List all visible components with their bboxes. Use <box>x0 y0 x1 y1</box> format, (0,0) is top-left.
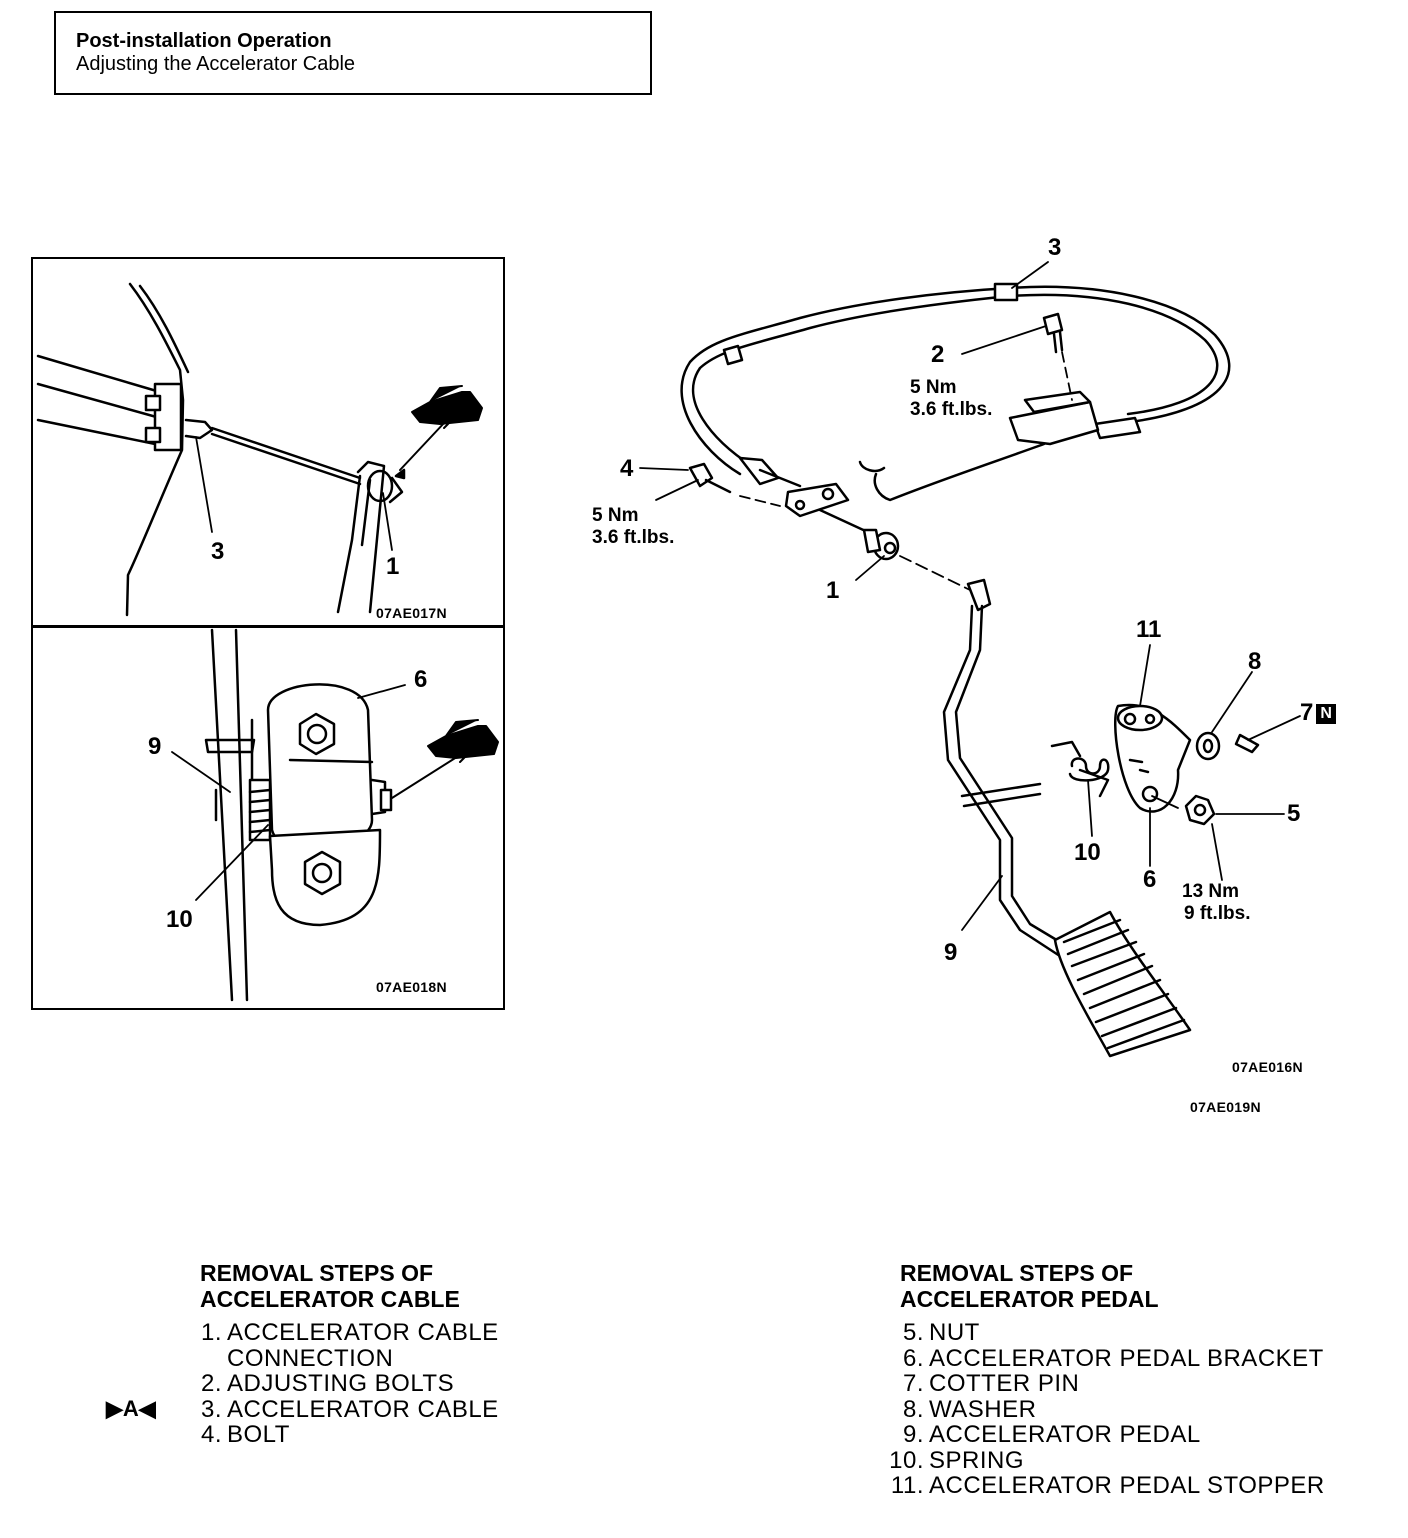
step-text: ACCELERATOR PEDAL BRACKET <box>929 1344 1324 1372</box>
step-item: 11.ACCELERATOR PEDAL STOPPER <box>888 1473 1325 1499</box>
step-item: CONNECTION <box>186 1344 499 1372</box>
top-inset-callout-1: 1 <box>386 553 400 580</box>
header-box <box>54 11 652 95</box>
step-number: 4. <box>200 1421 222 1448</box>
callout-2: 2 <box>931 341 945 368</box>
callout-11: 11 <box>1136 616 1162 643</box>
top-inset-code: 07AE017N <box>376 605 447 621</box>
callout-6: 6 <box>1143 866 1157 893</box>
bottom-inset-callout-10: 10 <box>166 906 193 933</box>
step-text: ACCELERATOR CABLE <box>227 1319 499 1346</box>
callout-4: 4 <box>620 455 634 482</box>
step-number <box>186 1346 222 1372</box>
step-text: BOLT <box>227 1421 290 1448</box>
step-number: 11. <box>890 1472 924 1499</box>
callout-8: 8 <box>1248 648 1262 675</box>
lubricant-gun-icon <box>427 719 499 763</box>
top-inset-drawing <box>36 282 483 617</box>
step-number: 5. <box>902 1319 924 1346</box>
step-number: 6. <box>902 1344 924 1372</box>
step-text: COTTER PIN <box>929 1370 1080 1397</box>
pedal-steps-heading: REMOVAL STEPS OF ACCELERATOR PEDAL <box>900 1260 1159 1312</box>
lubricant-gun-icon <box>411 385 483 429</box>
step-text: WASHER <box>929 1395 1037 1423</box>
step-item: 6.ACCELERATOR PEDAL BRACKET <box>888 1344 1325 1372</box>
torque-bolt-4: 5 Nm 3.6 ft.lbs. <box>592 505 675 548</box>
step-number: 10. <box>889 1446 924 1474</box>
bottom-inset-callout-6: 6 <box>414 666 428 693</box>
step-item: 8.WASHER <box>888 1395 1325 1423</box>
step-item: 2.ADJUSTING BOLTS <box>186 1371 499 1397</box>
step-item: 4.BOLT <box>186 1422 499 1448</box>
callout-1: 1 <box>826 577 840 604</box>
step-text: SPRING <box>929 1446 1025 1474</box>
main-code-2: 07AE019N <box>1190 1099 1261 1115</box>
callout-5: 5 <box>1287 800 1301 827</box>
service-point-a-marker: ▶A◀ <box>106 1396 156 1421</box>
step-item: 3.ACCELERATOR CABLE <box>186 1395 499 1423</box>
step-item: 1.ACCELERATOR CABLE <box>186 1320 499 1346</box>
main-drawing <box>639 261 1301 1058</box>
bottom-inset-panel <box>31 626 505 1010</box>
step-item: 10.SPRING <box>888 1446 1325 1474</box>
step-item: 5.NUT <box>888 1320 1325 1346</box>
top-inset-callout-3: 3 <box>211 538 225 565</box>
cable-steps-heading: REMOVAL STEPS OF ACCELERATOR CABLE <box>200 1260 460 1312</box>
callout-7-number: 7 <box>1300 699 1314 726</box>
step-text: NUT <box>929 1319 980 1346</box>
step-item: 9.ACCELERATOR PEDAL <box>888 1422 1325 1448</box>
n-badge: N <box>1316 703 1336 724</box>
step-text: ACCELERATOR PEDAL STOPPER <box>929 1472 1325 1499</box>
torque-bolt-2: 5 Nm 3.6 ft.lbs. <box>910 377 993 420</box>
callout-9: 9 <box>944 939 958 966</box>
step-text: ACCELERATOR CABLE <box>227 1395 499 1423</box>
step-number: 3. <box>200 1395 222 1423</box>
callout-10: 10 <box>1074 839 1101 866</box>
header-title: Post-installation Operation <box>76 30 332 52</box>
step-number: 1. <box>200 1319 222 1346</box>
step-text: CONNECTION <box>227 1344 394 1372</box>
step-text: ADJUSTING BOLTS <box>227 1370 455 1397</box>
step-number: 7. <box>902 1370 924 1397</box>
step-text: ACCELERATOR PEDAL <box>929 1421 1201 1448</box>
bottom-inset-drawing <box>171 628 499 1002</box>
step-item: 7.COTTER PIN <box>888 1371 1325 1397</box>
callout-3: 3 <box>1048 234 1062 261</box>
header-subtitle: Adjusting the Accelerator Cable <box>76 53 356 75</box>
step-number: 2. <box>200 1370 222 1397</box>
torque-nut-5: 13 Nm 9 ft.lbs. <box>1182 881 1251 924</box>
step-number: 8. <box>902 1395 924 1423</box>
main-code-1: 07AE016N <box>1232 1059 1303 1075</box>
step-number: 9. <box>902 1421 924 1448</box>
bottom-inset-code: 07AE018N <box>376 979 447 995</box>
bottom-inset-callout-9: 9 <box>148 733 162 760</box>
